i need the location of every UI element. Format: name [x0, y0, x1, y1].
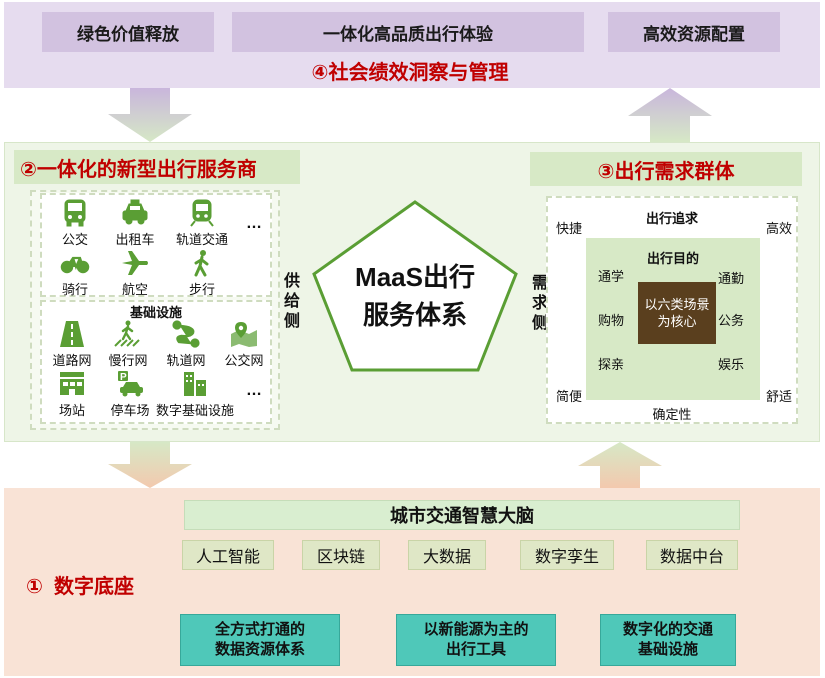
digital-base-title: ① 数字底座 — [26, 576, 135, 598]
purpose-school: 通学 — [598, 269, 625, 284]
foundation-digital-infrastructure: 数字化的交通 基础设施 — [600, 614, 736, 666]
foundation-line1: 全方式打通的 — [214, 621, 305, 638]
infra-label: 停车场 — [110, 403, 150, 418]
purpose-visiting: 探亲 — [598, 357, 625, 372]
six-scenarios-core: 以六类场景 为核心 — [638, 282, 716, 344]
foundation-data-resources: 全方式打通的 数据资源体系 — [180, 614, 340, 666]
station-icon — [60, 372, 84, 395]
infra-label: 慢行网 — [108, 353, 148, 368]
pursuit-comfort: 舒适 — [766, 389, 793, 404]
foundation-line1: 以新能源为主的 — [423, 621, 529, 638]
supply-side-label: 供给侧 — [284, 273, 301, 330]
purpose-business: 公务 — [718, 313, 745, 328]
mode-cycling: 骑行 — [40, 249, 110, 298]
purpose-entertainment: 娱乐 — [718, 357, 745, 372]
foundation-line2: 出行工具 — [445, 641, 506, 658]
pursuit-efficient: 高效 — [766, 221, 793, 236]
buildings-icon — [184, 372, 206, 396]
core-line2: 为核心 — [657, 314, 697, 329]
foundation-line2: 基础设施 — [637, 641, 698, 658]
infra-label: 轨道网 — [166, 353, 206, 368]
pursuit-title: 出行追求 — [645, 211, 698, 226]
mode-label: 航空 — [121, 282, 148, 297]
maas-line1: MaaS出行 — [355, 261, 475, 292]
infra-label: 场站 — [58, 403, 85, 418]
travel-purpose-box: 出行目的 通学 通勤 购物 公务 探亲 娱乐 以六类场景 为核心 — [586, 238, 760, 400]
mode-label: 骑行 — [61, 282, 88, 297]
mode-label: 轨道交通 — [175, 232, 228, 247]
infra-label: 公交网 — [224, 353, 264, 368]
route-icon — [172, 320, 200, 348]
maas-pentagon — [312, 200, 518, 372]
demand-group-title: ③出行需求群体 — [530, 152, 802, 186]
maas-line2: 服务体系 — [362, 299, 467, 330]
svg-text:P: P — [120, 372, 127, 383]
bus-icon — [64, 199, 86, 227]
infra-digital: 数字基础设施 — [154, 370, 236, 419]
infrastructure-box: 基础设施 道路网 慢行网 轨道网 公交网 — [40, 300, 272, 424]
infra-road: 道路网 — [44, 320, 100, 369]
arrow-up-base-icon — [578, 442, 662, 488]
purpose-commute: 通勤 — [718, 271, 745, 286]
infra-rail: 轨道网 — [158, 320, 214, 369]
mode-label: 出租车 — [115, 232, 155, 247]
taxi-icon — [122, 199, 148, 225]
foundation-line1: 数字化的交通 — [622, 621, 713, 638]
parking-icon: P — [118, 371, 143, 397]
mode-taxi: 出租车 — [100, 199, 170, 248]
tech-digital-twin: 数字孪生 — [520, 540, 614, 570]
purpose-shopping: 购物 — [598, 313, 625, 328]
top-box-resource-allocation: 高效资源配置 — [608, 12, 780, 52]
arrow-up-right-icon — [628, 88, 712, 142]
infra-bus-network: 公交网 — [214, 320, 274, 369]
foundation-new-energy-tools: 以新能源为主的 出行工具 — [396, 614, 556, 666]
infrastructure-title: 基础设施 — [129, 305, 182, 320]
train-icon — [190, 199, 214, 227]
arrow-down-base-icon — [108, 442, 192, 488]
pursuit-certainty: 确定性 — [652, 407, 692, 422]
demand-side-label: 需求侧 — [532, 275, 549, 332]
top-box-green-value: 绿色价值释放 — [42, 12, 214, 52]
walking-icon — [194, 250, 209, 277]
foundation-line2: 数据资源体系 — [214, 641, 305, 658]
map-pin-icon — [231, 322, 257, 347]
airplane-icon — [122, 251, 148, 275]
tech-blockchain: 区块链 — [302, 540, 380, 570]
pursuit-fast: 快捷 — [556, 221, 583, 236]
mode-walking: 步行 — [167, 249, 237, 298]
transport-modes-box: 公交 出租车 轨道交通 … 骑行 航空 — [40, 193, 272, 297]
infra-ellipsis: … — [246, 382, 262, 399]
mode-bus: 公交 — [40, 199, 110, 248]
travel-pursuit-box: 出行追求 快捷 高效 简便 舒适 确定性 出行目的 通学 通勤 购物 公务 探亲… — [546, 196, 798, 424]
mode-label: 公交 — [61, 232, 88, 247]
traffic-brain-bar: 城市交通智慧大脑 — [184, 500, 740, 530]
mode-label: 步行 — [188, 282, 215, 297]
pursuit-simple: 简便 — [556, 389, 583, 404]
infra-parking: P 停车场 — [100, 370, 160, 419]
bicycle-icon — [60, 256, 90, 274]
pedestrian-crossing-icon — [114, 320, 140, 347]
mode-aviation: 航空 — [100, 249, 170, 298]
modes-ellipsis: … — [246, 215, 262, 232]
tech-data-middle-platform: 数据中台 — [646, 540, 738, 570]
infra-label: 数字基础设施 — [155, 403, 234, 418]
infra-label: 道路网 — [52, 353, 92, 368]
mode-rail: 轨道交通 — [167, 199, 237, 248]
road-icon — [60, 321, 84, 347]
infra-slow-traffic: 慢行网 — [100, 320, 156, 369]
arrow-down-left-icon — [108, 88, 192, 142]
tech-ai: 人工智能 — [182, 540, 274, 570]
infra-station: 场站 — [44, 370, 100, 419]
core-line1: 以六类场景 — [644, 297, 710, 312]
purpose-title: 出行目的 — [646, 251, 699, 266]
top-box-integrated-experience: 一体化高品质出行体验 — [232, 12, 584, 52]
social-performance-title: ④社会绩效洞察与管理 — [311, 61, 509, 84]
service-provider-title: ②一体化的新型出行服务商 — [14, 150, 300, 184]
tech-big-data: 大数据 — [408, 540, 486, 570]
